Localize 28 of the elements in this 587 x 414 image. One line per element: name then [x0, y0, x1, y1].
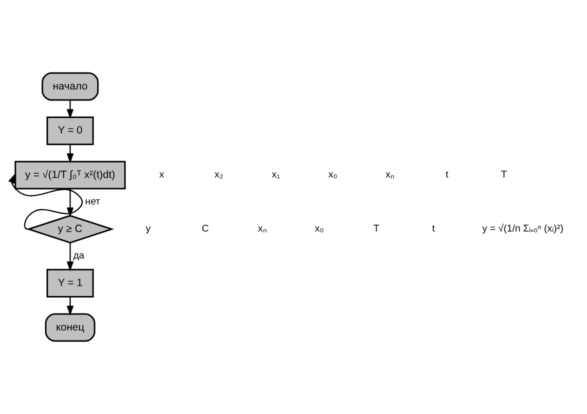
node-box: конец	[45, 313, 96, 342]
label: x₀	[328, 170, 338, 181]
arrow	[66, 100, 74, 120]
label: xₙ	[258, 224, 267, 235]
node-box: y = √(1/T ∫₀ᵀ x²(t)dt)	[14, 160, 126, 190]
edge-label: нет	[85, 196, 100, 208]
label: C	[202, 224, 209, 235]
label: x	[159, 170, 164, 181]
label: y	[146, 224, 151, 235]
edge-label: да	[73, 250, 84, 262]
label: T	[373, 224, 380, 235]
arrow	[8, 173, 83, 230]
node-box: Y = 1	[46, 268, 94, 298]
label: y = √(1/n Σᵢ₌₀ⁿ (xᵢ)²)	[482, 224, 564, 235]
node-box: начало	[42, 72, 99, 101]
label: T	[501, 170, 508, 181]
label: x₁	[272, 170, 280, 181]
node-diamond: y ≥ C	[26, 214, 114, 244]
arrow	[66, 144, 74, 164]
arrow	[66, 296, 74, 316]
label: x₂	[214, 170, 224, 181]
label: t	[432, 224, 435, 235]
label: t	[446, 170, 448, 181]
arrow	[66, 188, 74, 218]
label: xₙ	[386, 170, 394, 181]
arrow	[66, 242, 74, 272]
label: x₀	[314, 224, 324, 235]
node-box: Y = 0	[46, 116, 94, 146]
